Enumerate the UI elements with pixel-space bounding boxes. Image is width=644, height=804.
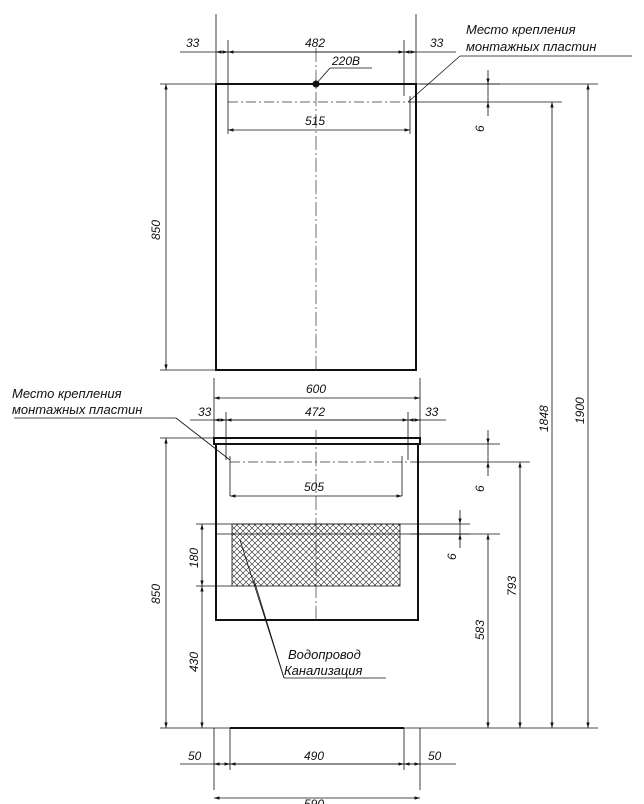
cabinet-body	[215, 443, 419, 621]
dim-cabinet-6-lower: 6	[445, 553, 459, 560]
dim-cabinet-left-33: 33	[198, 405, 212, 419]
dim-top-left-33: 33	[186, 36, 200, 50]
dim-cabinet-472: 472	[305, 405, 325, 419]
dim-mirror-515: 515	[305, 114, 325, 128]
dim-cabinet-180: 180	[187, 548, 201, 568]
mirror-view: 33 482 33 220В 515 Место крепления монта…	[149, 14, 632, 371]
water-label: Водопровод	[288, 647, 361, 662]
dim-top-right-33: 33	[430, 36, 444, 50]
utility-hatch-area	[231, 523, 401, 587]
dim-cabinet-600: 600	[306, 382, 326, 396]
cabinet-view: 600 33 472 33 505 6	[12, 83, 598, 804]
dim-cabinet-430: 430	[187, 652, 201, 672]
sewer-label: Канализация	[284, 663, 362, 678]
dim-cabinet-505: 505	[304, 480, 324, 494]
dim-bottom-left-50: 50	[188, 749, 202, 763]
mount-note-left-line1: Место крепления	[12, 386, 122, 401]
dim-cabinet-6-upper: 6	[473, 485, 487, 492]
dim-cabinet-793: 793	[505, 576, 519, 596]
dim-cabinet-right-33: 33	[425, 405, 439, 419]
dim-height-1848: 1848	[537, 405, 551, 432]
dim-bottom-490: 490	[304, 749, 324, 763]
dim-top-482: 482	[305, 36, 325, 50]
dim-bottom-590: 590	[304, 797, 324, 804]
dim-cabinet-583: 583	[473, 620, 487, 640]
mount-note-top-line2: монтажных пластин	[466, 39, 596, 54]
dim-height-1900: 1900	[573, 397, 587, 424]
dim-mirror-6: 6	[473, 125, 487, 132]
mount-note-left-line2: монтажных пластин	[12, 402, 142, 417]
power-label: 220В	[331, 54, 360, 68]
dim-mirror-850: 850	[149, 220, 163, 240]
mount-note-top-line1: Место крепления	[466, 22, 576, 37]
dim-bottom-right-50: 50	[428, 749, 442, 763]
dim-cabinet-850: 850	[149, 584, 163, 604]
